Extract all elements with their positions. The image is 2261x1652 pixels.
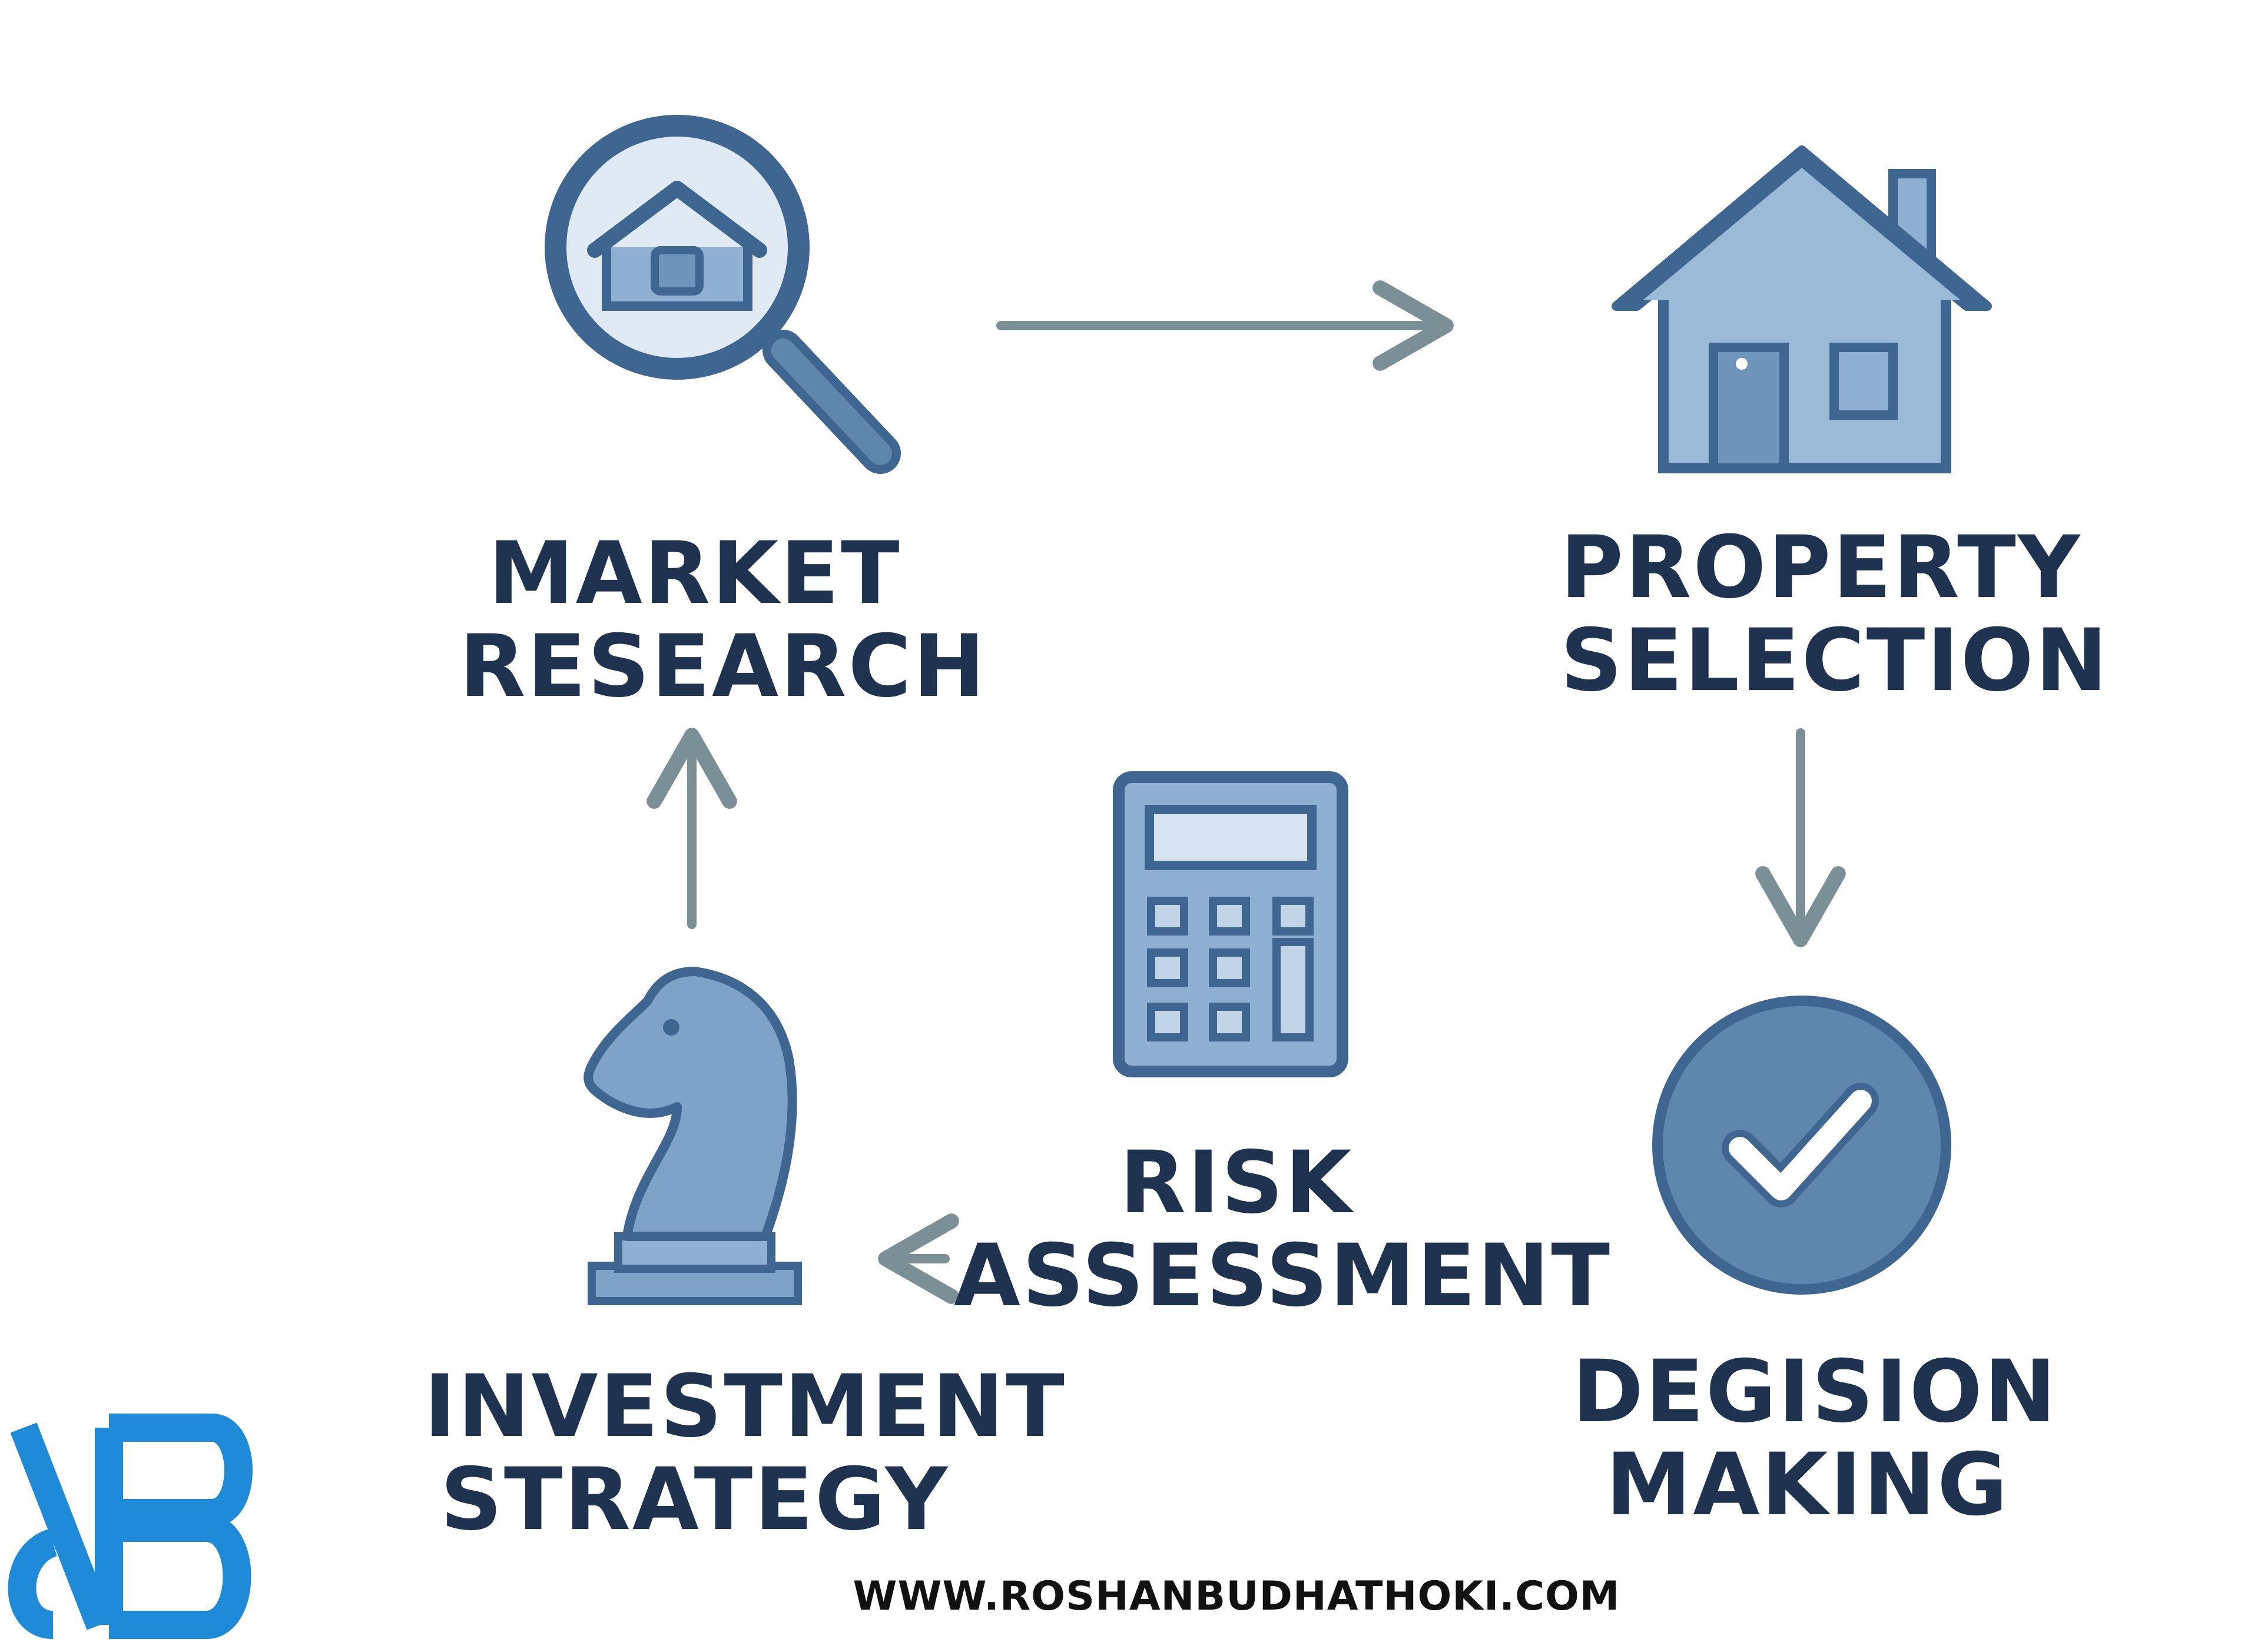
calculator-icon xyxy=(1113,771,1348,1077)
node-decision-making: DEGISION MAKING xyxy=(1572,1342,2058,1535)
node-label-line: PROPERTY xyxy=(1560,518,2082,618)
chess-knight-icon xyxy=(584,967,802,1305)
node-label-line: MAKING xyxy=(1606,1435,2010,1535)
node-label-line: STRATEGY xyxy=(440,1449,950,1550)
node-label-line: RESEARCH xyxy=(459,616,987,716)
node-market-research: MARKET RESEARCH xyxy=(459,523,987,716)
node-label-line: MARKET xyxy=(488,523,901,623)
rb-logo xyxy=(8,1414,253,1639)
node-label-line: SELECTION xyxy=(1560,611,2110,711)
node-label-line: RISK xyxy=(1119,1133,1354,1233)
website-url[interactable]: WWW.ROSHANBUDHATHOKI.COM xyxy=(853,1573,1620,1620)
node-label-line: INVESTMENT xyxy=(424,1356,1066,1457)
node-investment-strategy: INVESTMENT STRATEGY xyxy=(424,1356,1066,1550)
node-property-selection: PROPERTY SELECTION xyxy=(1560,518,2110,711)
node-label-line: ASSESSMENT xyxy=(954,1226,1612,1326)
node-label-line: DEGISION xyxy=(1572,1342,2058,1442)
house-icon xyxy=(1612,145,1992,473)
checkmark-circle-icon xyxy=(1652,996,1951,1295)
node-risk-assessment: RISK ASSESSMENT xyxy=(954,1133,1612,1326)
magnifier-house-icon xyxy=(545,115,901,474)
